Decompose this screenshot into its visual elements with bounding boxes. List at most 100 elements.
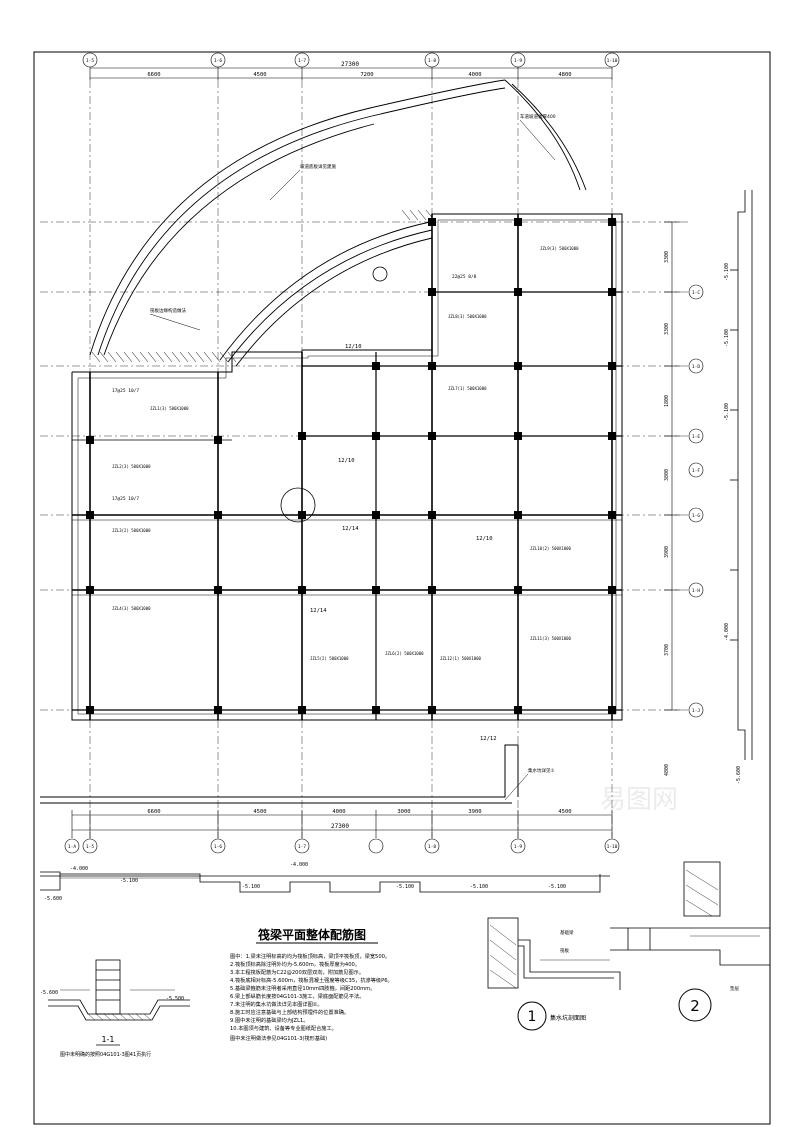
bottom-dim-2: 4500 <box>253 809 266 815</box>
legend-item-1: 基础梁 <box>560 929 574 936</box>
section-hatch <box>87 1013 152 1021</box>
detail-1-circle <box>517 1001 547 1031</box>
detail-1-hatch <box>489 924 517 989</box>
axis-bubble-top-1: 1-5 <box>86 58 94 64</box>
small-legend: 基础梁 筏板 垫层 <box>560 929 739 992</box>
axis-bubble-right-6: 1-H <box>692 588 700 594</box>
beam-label-11: JZL11(3) 500X1000 <box>530 636 572 641</box>
bottom-dim-1: 6600 <box>147 809 160 815</box>
leader-note-group: 筏板边缘构造做法 坡道底板详见建施 车道坡道板厚400 集水坑详见① <box>150 113 556 774</box>
axis-bubble-right-2: 1-D <box>692 364 700 370</box>
beam-label-6: JZL6(2) 500X1000 <box>385 651 424 656</box>
bottom-dim-4: 3000 <box>397 809 410 815</box>
axis-centerlines <box>40 80 690 840</box>
section-marker-circle <box>372 266 388 282</box>
right-level-4: -4.000 <box>724 623 730 641</box>
bottom-level-6: -5.600 <box>44 896 62 902</box>
right-axis-group <box>664 221 704 718</box>
foundation-beam-grid <box>71 213 623 721</box>
right-dim-4: 3800 <box>664 469 670 481</box>
detail-1-drawing <box>487 917 621 990</box>
detail-1-label: 集水坑剖面图 <box>550 1014 586 1022</box>
rebar-label-5: 12/12 <box>480 736 497 742</box>
axis-bubble-top-5: 1-9 <box>514 58 522 64</box>
rebar-label-3: 12/14 <box>342 526 359 532</box>
axis-bubble-bottom-5: 1-8 <box>428 844 436 850</box>
beam-label-7: JZL7(1) 500X1000 <box>448 386 487 391</box>
section-level-right: -5.500 <box>166 996 184 1002</box>
axis-bubble-bottom-2: 1-5 <box>86 844 94 850</box>
axis-bubble-top-4: 1-8 <box>428 58 436 64</box>
axis-bubble-right-5: 1-G <box>692 513 700 519</box>
columns <box>86 218 616 714</box>
axis-bubble-bottom-7: 1-10 <box>607 844 618 850</box>
top-dim-2: 4500 <box>253 72 266 78</box>
detail-2-hatch <box>685 869 719 917</box>
bottom-dim-5: 3900 <box>468 809 481 815</box>
bottom-level-4: -5.100 <box>396 884 414 890</box>
axis-bubble-right-3: 1-E <box>692 434 700 440</box>
right-dim-1: 3300 <box>664 251 670 263</box>
section-level-left: -5.600 <box>40 990 58 996</box>
note-line-8: 8.施工时应注意基础与上部结构预埋件的位置准确。 <box>230 1008 349 1016</box>
note-line-10: 10.本图须与建筑、设备等专业图纸配合施工。 <box>230 1024 337 1032</box>
beam-label-2: JZL2(3) 500X1000 <box>112 464 151 469</box>
legend-item-2: 筏板 <box>560 947 569 954</box>
bottom-level-5: -5.100 <box>470 884 488 890</box>
leader-note-2: 坡道底板详见建施 <box>300 163 336 170</box>
right-level-3: -5.100 <box>724 403 730 421</box>
rebar-label-2: 12/10 <box>338 458 355 464</box>
beam-label-5: JZL5(2) 500X1000 <box>310 656 349 661</box>
rebar-label-9: 22@25 8/8 <box>452 274 477 280</box>
leader-note-3: 车道坡道板厚400 <box>520 113 556 120</box>
bottom-dim-6: 4500 <box>558 809 571 815</box>
right-elevation-strip <box>730 190 753 760</box>
right-dim-7: 4800 <box>664 764 670 776</box>
rebar-label-6: 12/10 <box>476 536 493 542</box>
axis-bubble-right-1: 1-C <box>692 290 700 296</box>
note-line-2: 2.筏板顶标高除注明外均为-5.600m，筏板厚度为400。 <box>230 960 360 968</box>
bottom-total-dim: 27300 <box>331 823 349 830</box>
bottom-elevation-strip <box>40 871 610 893</box>
rebar-label-1: 12/10 <box>345 344 362 350</box>
rebar-label-4: 12/14 <box>310 608 327 614</box>
section-label: 1-1 <box>101 1035 114 1044</box>
note-line-3: 3.本工程筏板配筋为C22@200双层双向，附加筋见图示。 <box>230 968 364 976</box>
top-total-dim: 27300 <box>341 61 359 68</box>
axis-bubble-bottom-4: 1-7 <box>298 844 306 850</box>
detail-1-number: 1 <box>528 1009 537 1025</box>
top-axis-group <box>82 52 620 80</box>
bottom-axis-group <box>64 810 620 854</box>
axis-bubble-bottom-1: 1-A <box>68 844 76 850</box>
right-level-texts: -5.100 -5.100 -5.100 -4.000 -5.600 <box>724 263 742 784</box>
bottom-level-3: -5.100 <box>242 884 260 890</box>
bottom-level-1: -4.000 <box>70 866 88 872</box>
beam-label-1: JZL1(3) 500X1000 <box>150 406 189 411</box>
note-line-5: 5.基础梁箍筋未注明者采用直径10mm四肢箍，间距200mm。 <box>230 984 375 992</box>
drawing-frame <box>33 51 771 1125</box>
detail-2-circle <box>678 988 712 1022</box>
right-dim-2: 3300 <box>664 323 670 335</box>
right-level-5: -5.600 <box>736 766 742 784</box>
section-note: 图中未明确的按照04G101-3图41页执行 <box>60 1051 151 1058</box>
axis-bubble-bottom-6: 1-9 <box>514 844 522 850</box>
bottom-level-texts: -4.000 -5.100 -5.100 -5.100 -5.100 -5.60… <box>44 862 566 902</box>
note-line-9: 9.图中未注明的基础梁均为JZL1。 <box>230 1016 308 1024</box>
beam-label-3: JZL3(2) 500X1000 <box>112 528 151 533</box>
lower-wall <box>40 744 519 804</box>
watermark: 易图网 <box>600 785 678 815</box>
drawing-title: 筏梁平面整体配筋图 <box>258 927 366 942</box>
bottom-level-7: -5.100 <box>548 884 566 890</box>
detail-2-number: 2 <box>690 997 700 1015</box>
top-level-strip: -4.000 <box>290 862 308 868</box>
bottom-dim-3: 4000 <box>332 809 345 815</box>
beam-label-8: JZL8(3) 500X1000 <box>448 314 487 319</box>
note-line-4: 4.筏板底相对标高-5.600m，筏板混凝土强度等级C35，抗渗等级P6。 <box>230 976 393 984</box>
section-1-1-drawing <box>48 959 190 1021</box>
top-dim-1: 6600 <box>147 72 160 78</box>
right-level-1: -5.100 <box>724 263 730 281</box>
rebar-label-group: 12/10 12/10 12/14 12/14 12/12 12/10 17@2… <box>112 274 497 742</box>
leader-lines <box>149 119 556 801</box>
detail-2-drawing <box>610 861 770 966</box>
